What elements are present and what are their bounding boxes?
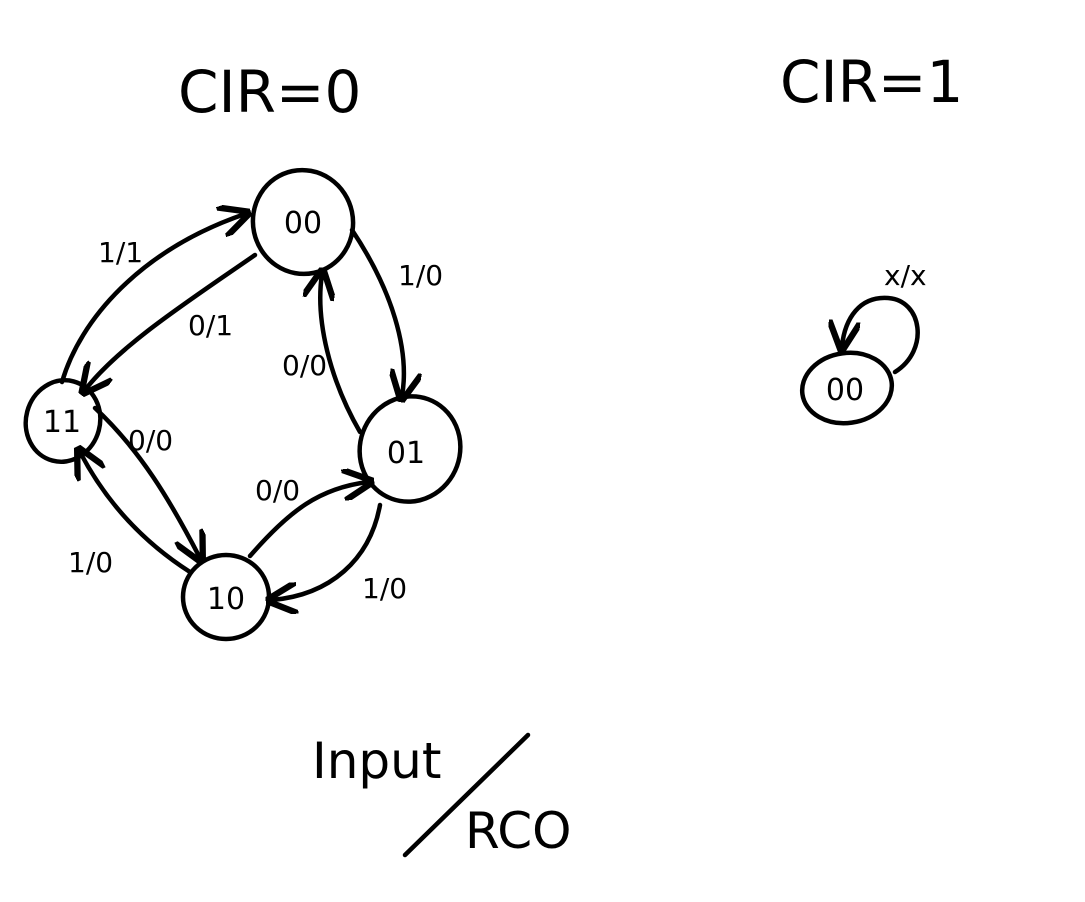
state-00: 00 — [250, 167, 356, 277]
state-11: 11 — [23, 378, 103, 464]
edge-00-to-01-label: 1/0 — [398, 259, 443, 292]
edge-10-to-11 — [80, 452, 193, 575]
state-00-label: 00 — [284, 206, 322, 241]
edge-00-to-11 — [85, 252, 258, 390]
state-10-label: 10 — [207, 582, 245, 617]
right-title: CIR=1 — [780, 48, 963, 116]
right-state-00-label: 00 — [826, 373, 864, 408]
edge-01-to-10 — [272, 502, 383, 600]
legend-rco: RCO — [465, 802, 572, 860]
edge-10-to-01 — [247, 482, 368, 559]
edge-00-to-11-label: 0/1 — [188, 309, 233, 342]
right-state-00: 00 — [799, 350, 895, 426]
edge-01-to-00-label: 0/0 — [282, 349, 327, 382]
edge-00-to-01 — [349, 227, 404, 396]
state-01: 01 — [357, 394, 463, 504]
legend-input: Input — [312, 732, 441, 790]
edge-10-to-11-label: 1/0 — [68, 546, 113, 579]
legend-slash — [402, 732, 531, 858]
edge-11-to-00-label: 1/1 — [98, 236, 143, 269]
state-10: 10 — [180, 552, 272, 642]
edge-11-to-00 — [59, 214, 245, 385]
left-title: CIR=0 — [178, 58, 361, 126]
edge-01-to-00 — [320, 274, 363, 435]
edge-10-to-01-label: 0/0 — [255, 474, 300, 507]
state-01-label: 01 — [387, 436, 425, 471]
legend-input-rco: Input RCO — [312, 732, 572, 860]
state-11-label: 11 — [43, 405, 81, 440]
self-loop-right-00 — [842, 295, 920, 375]
edge-11-to-10-label: 0/0 — [128, 424, 173, 457]
edge-11-to-10 — [92, 405, 200, 558]
self-loop-right-00-label: x/x — [884, 259, 927, 292]
edge-01-to-10-label: 1/0 — [362, 572, 407, 605]
